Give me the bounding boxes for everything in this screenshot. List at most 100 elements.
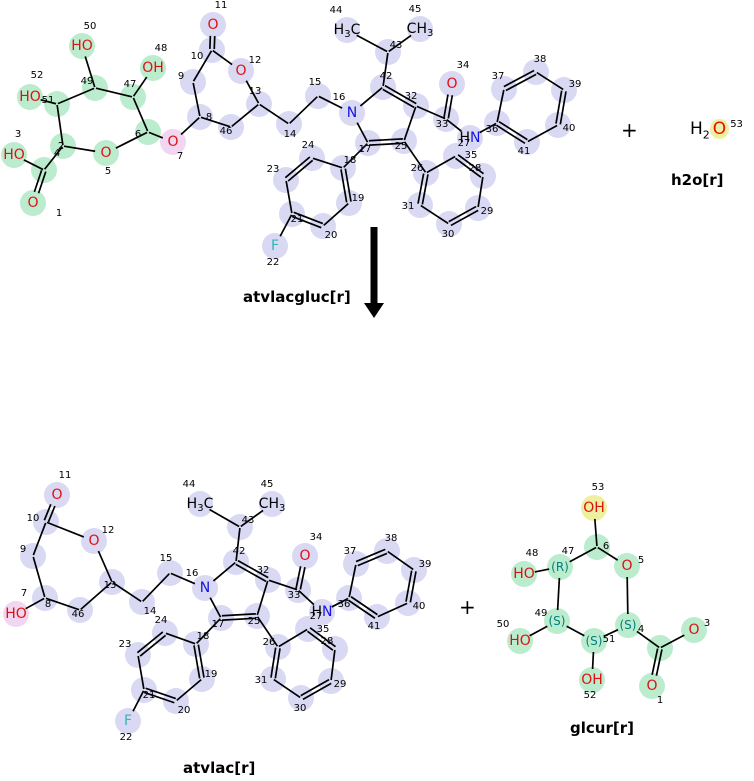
atom-label: O	[207, 17, 218, 33]
bond	[298, 590, 315, 606]
bond	[137, 655, 145, 690]
atom-highlight	[228, 58, 254, 84]
bond	[527, 124, 558, 143]
atom-label: O	[688, 622, 699, 638]
atom-number: 27	[310, 611, 323, 622]
atom-label: O	[51, 487, 62, 503]
atom-label: O	[646, 678, 657, 694]
atom-number: 33	[436, 119, 449, 130]
atom-highlight	[125, 642, 151, 668]
atom-highlight	[246, 91, 272, 117]
atom-highlight	[115, 708, 141, 734]
atom-label: O	[100, 145, 111, 161]
bond	[593, 518, 598, 547]
atom-number: 11	[215, 0, 228, 11]
bond	[132, 97, 149, 132]
atom-highlight	[44, 482, 70, 508]
bond	[447, 95, 454, 119]
bond	[536, 71, 564, 91]
atom-highlight	[135, 119, 161, 145]
atom-highlight	[160, 129, 186, 155]
atom-highlight	[545, 112, 571, 138]
bond	[245, 80, 260, 104]
bond	[357, 552, 388, 567]
bond	[180, 117, 200, 136]
bond	[115, 131, 148, 149]
bond	[356, 34, 388, 53]
atom-number: 27	[458, 138, 471, 149]
bond	[377, 602, 408, 618]
atom-label: HO	[71, 38, 93, 54]
atom-number: 10	[191, 51, 204, 62]
atom-number: 52	[31, 70, 44, 81]
atom-number: 46	[220, 126, 233, 137]
bond	[84, 56, 96, 88]
atom-number: 12	[102, 525, 115, 536]
atom-highlight	[639, 673, 665, 699]
atom-highlight	[339, 100, 365, 126]
bond	[555, 90, 563, 124]
bond	[279, 214, 293, 237]
atom-label: HO	[509, 633, 531, 649]
atom-number: 9	[20, 544, 26, 555]
reactant-label: atvlacgluc[r]	[243, 288, 351, 306]
atom-number: 49	[535, 608, 548, 619]
bond	[200, 116, 231, 128]
atom-highlight	[260, 666, 286, 692]
atom-number: 40	[413, 601, 426, 612]
bond	[403, 141, 427, 173]
bond	[312, 157, 343, 169]
atom-label: HO	[5, 606, 27, 622]
atom-highlight	[140, 55, 166, 81]
atom-highlight	[1, 142, 27, 168]
atom-number: 21	[143, 690, 156, 701]
atom-label: HN	[459, 130, 480, 146]
atom-highlight	[413, 160, 439, 186]
bond	[212, 49, 233, 66]
bond	[340, 169, 348, 203]
atom-number: 33	[288, 590, 301, 601]
bond	[268, 579, 298, 591]
bond	[420, 204, 449, 225]
bond	[421, 174, 429, 205]
atom-number: 48	[526, 548, 539, 559]
atom-number: 47	[124, 79, 137, 90]
atom-number: 37	[344, 546, 357, 557]
bond	[143, 691, 175, 704]
atom-label: F	[271, 238, 279, 254]
atom-number: 45	[261, 479, 274, 490]
atom-number: 47	[562, 546, 575, 557]
bond	[359, 86, 383, 107]
atom-highlight	[81, 528, 107, 554]
bond	[139, 634, 167, 657]
atom-number: 49	[81, 76, 94, 87]
atom-number: 52	[584, 690, 597, 701]
atom-label: (S)	[549, 614, 566, 628]
atom-highlight	[199, 37, 225, 63]
bond	[40, 98, 57, 105]
atom-number: 41	[518, 146, 531, 157]
atom-number: 21	[291, 214, 304, 225]
atom-number: 20	[178, 705, 191, 716]
atom-number: 30	[442, 229, 455, 240]
atom-number: 31	[402, 201, 415, 212]
atom-number: 43	[390, 40, 403, 51]
atom-label: N	[347, 105, 357, 121]
atom-label: O	[621, 558, 632, 574]
atom-highlight	[244, 603, 270, 629]
reaction-arrow	[364, 227, 384, 318]
atom-highlight	[407, 16, 433, 42]
atom-label: O	[235, 63, 246, 79]
bond	[112, 581, 142, 603]
atom-highlight	[31, 157, 57, 183]
bond	[457, 154, 485, 175]
atom-number: 23	[267, 164, 280, 175]
atom-number: 36	[486, 124, 499, 135]
bond	[318, 95, 343, 109]
plus-sign-top: +	[621, 118, 638, 142]
atom-highlight	[391, 128, 417, 154]
atom-highlight	[579, 667, 605, 693]
atom-number: 40	[563, 123, 576, 134]
bond	[300, 678, 330, 697]
bond	[348, 599, 376, 619]
